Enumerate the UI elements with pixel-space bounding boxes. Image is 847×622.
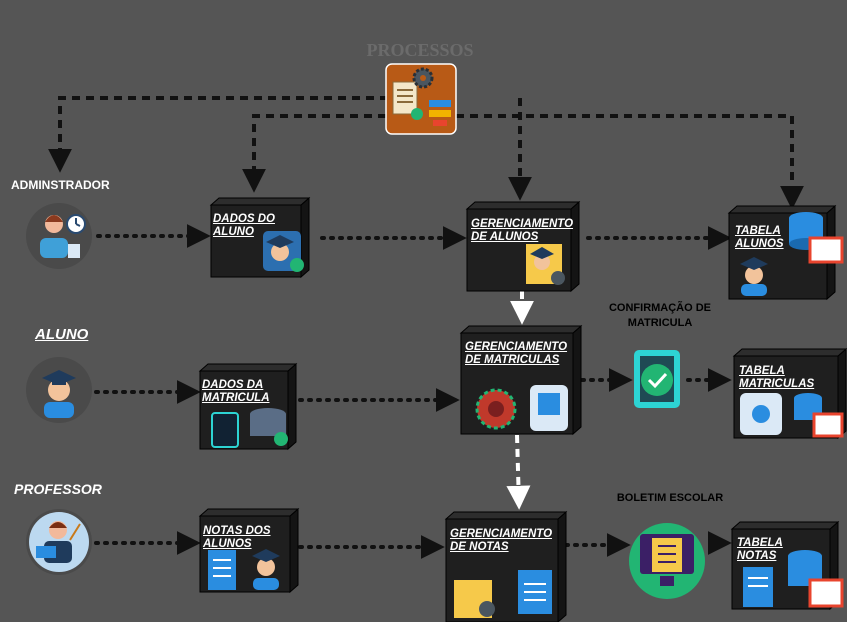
- teacher-icon: [26, 509, 92, 575]
- clipboard-check-icon: [634, 350, 680, 408]
- box-label-tab-alunos: TABELA ALUNOS: [735, 225, 784, 250]
- box-label-dados-matricula: DADOS DA MATRICULA: [202, 379, 270, 404]
- database-icon: [789, 212, 844, 264]
- box-label-tab-notas: TABELA NOTAS: [737, 537, 783, 562]
- graduate-icon: [263, 231, 304, 272]
- process-gear-icon: [475, 385, 568, 431]
- document-icon: [208, 549, 280, 590]
- document-icon: [211, 408, 288, 448]
- graduate-icon: [26, 357, 92, 423]
- flow-arrows: [94, 224, 732, 559]
- white-arrows: [506, 291, 534, 510]
- box-label-notas-alunos: NOTAS DOS ALUNOS: [203, 525, 271, 550]
- box-label-tab-matriculas: TABELA MATRICULAS: [739, 365, 815, 390]
- diagram-title: PROCESSOS: [366, 40, 474, 60]
- actor-label-aluno: ALUNO: [35, 326, 89, 343]
- process-gear-icon: [385, 63, 457, 135]
- graduate-icon: [526, 244, 565, 285]
- box-label-dados-aluno: DADOS DO ALUNO: [213, 213, 275, 238]
- box-label-ger-alunos: GERENCIAMENTO DE ALUNOS: [471, 218, 574, 243]
- monitor-report-icon: [629, 523, 705, 599]
- label-boletim: BOLETIM ESCOLAR: [616, 492, 724, 504]
- process-routing-lines: [48, 96, 804, 210]
- spreadsheet-icon: [743, 550, 844, 608]
- box-label-ger-notas: GERENCIAMENTO DE NOTAS: [450, 528, 553, 553]
- actor-label-admin: ADMINSTRADOR: [11, 178, 110, 192]
- document-icon: [454, 570, 552, 618]
- actor-label-professor: PROFESSOR: [14, 481, 102, 497]
- box-label-ger-matriculas: GERENCIAMENTO DE MATRICULAS: [465, 341, 568, 366]
- admin-clock-icon: [26, 203, 92, 269]
- graduate-icon: [740, 257, 768, 296]
- label-confirmacao: CONFIRMAÇÃO DE MATRICULA: [608, 302, 712, 329]
- graduate-icon: [740, 393, 844, 438]
